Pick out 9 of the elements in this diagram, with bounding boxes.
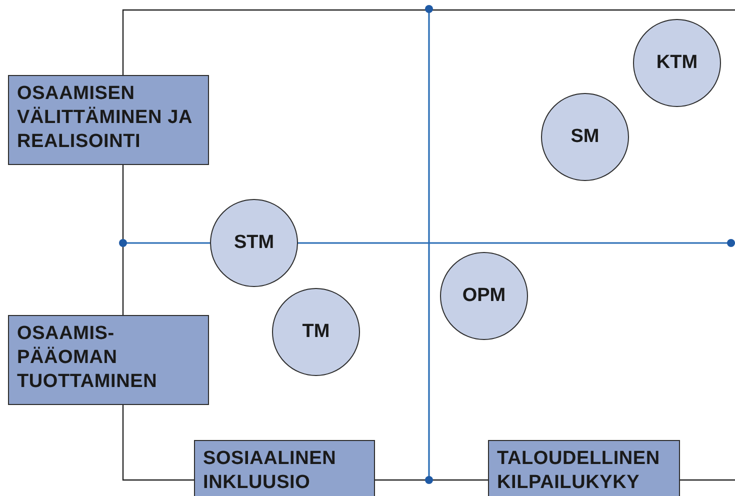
axis-label-box: OSAAMISEN VÄLITTÄMINEN JA REALISOINTI — [8, 75, 209, 165]
circle-node: OPM — [440, 252, 528, 340]
circle-node: TM — [272, 288, 360, 376]
axis-label-box: TALOUDELLINEN KILPAILUKYKY — [488, 440, 680, 496]
axis-label-box: SOSIAALINEN INKLUUSIO — [194, 440, 375, 496]
circle-node: SM — [541, 93, 629, 181]
circle-node: KTM — [633, 19, 721, 107]
circle-node: STM — [210, 199, 298, 287]
axis-label-box: OSAAMIS- PÄÄOMAN TUOTTAMINEN — [8, 315, 209, 405]
